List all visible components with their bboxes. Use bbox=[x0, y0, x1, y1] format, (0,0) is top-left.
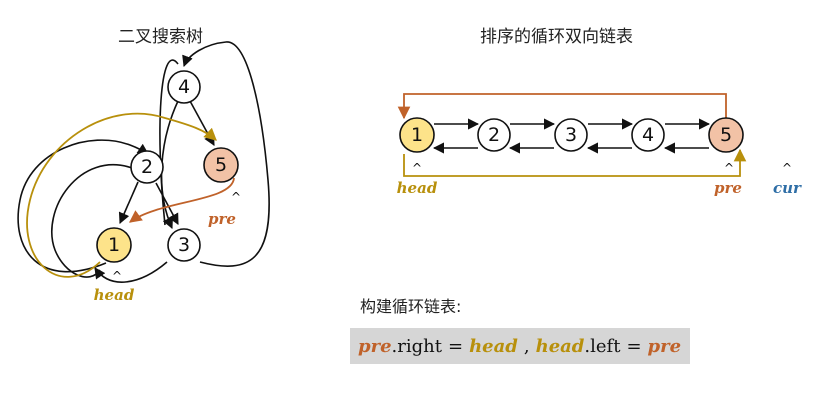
list-head-caret: ^ bbox=[412, 161, 422, 175]
formula-head-1: head bbox=[469, 335, 518, 357]
formula-dot-1: . bbox=[391, 335, 398, 357]
list-pre-caret: ^ bbox=[724, 161, 734, 175]
list-title: 排序的循环双向链表 bbox=[480, 27, 633, 47]
tree-node-4: 4 bbox=[167, 70, 201, 104]
caption: 构建循环链表: bbox=[360, 297, 461, 316]
formula-right: right bbox=[397, 335, 442, 357]
tree-pre-label: pre bbox=[208, 210, 236, 228]
list-node-2: 2 bbox=[477, 118, 511, 152]
list-links bbox=[432, 118, 711, 154]
link-3-to-4 bbox=[182, 41, 270, 267]
svg-text:5: 5 bbox=[720, 124, 732, 146]
tree-node-5: 5 bbox=[203, 147, 239, 183]
formula-dot-2: . bbox=[584, 335, 591, 357]
list-node-5: 5 bbox=[708, 117, 744, 153]
svg-text:2: 2 bbox=[141, 156, 153, 178]
list-head-label: head bbox=[397, 179, 438, 197]
formula-pre: pre bbox=[358, 335, 392, 357]
link-head-to-tail bbox=[26, 112, 217, 278]
link-3-to-1 bbox=[94, 261, 168, 283]
link-tail-to-head bbox=[128, 177, 235, 223]
list-node-1: 1 bbox=[399, 117, 435, 153]
list-link-tail-to-head bbox=[397, 93, 727, 120]
list-cur-caret: ^ bbox=[782, 161, 792, 175]
edge-4-5 bbox=[189, 100, 215, 146]
formula-eq-2: = bbox=[626, 335, 642, 357]
tree-node-1: 1 bbox=[96, 227, 132, 263]
formula-pre-2: pre bbox=[647, 335, 682, 357]
svg-text:5: 5 bbox=[215, 154, 227, 176]
formula-box: pre.right=head,head.left=pre bbox=[350, 328, 690, 364]
formula-head-2: head bbox=[535, 335, 585, 357]
svg-text:3: 3 bbox=[565, 124, 577, 146]
list-cur-label: cur bbox=[773, 179, 802, 197]
svg-text:4: 4 bbox=[178, 76, 190, 98]
formula-comma: , bbox=[523, 335, 530, 357]
svg-text:3: 3 bbox=[178, 234, 190, 256]
edge-2-1 bbox=[118, 181, 139, 225]
list-link-head-to-tail bbox=[403, 148, 747, 177]
svg-text:1: 1 bbox=[411, 124, 423, 146]
formula-eq-1: = bbox=[447, 335, 464, 357]
formula-left: left bbox=[590, 335, 621, 357]
tree-node-2: 2 bbox=[130, 150, 164, 184]
svg-text:1: 1 bbox=[108, 234, 120, 256]
tree-head-caret: ^ bbox=[112, 269, 122, 283]
list-node-3: 3 bbox=[554, 118, 588, 152]
svg-text:2: 2 bbox=[488, 124, 500, 146]
tree-title: 二叉搜索树 bbox=[118, 27, 203, 47]
edge-2-3 bbox=[155, 182, 179, 225]
link-2-to-1 bbox=[51, 163, 133, 278]
svg-text:4: 4 bbox=[642, 124, 654, 146]
list-pre-label: pre bbox=[714, 179, 742, 197]
tree-pre-caret: ^ bbox=[231, 190, 241, 204]
list-node-4: 4 bbox=[631, 118, 665, 152]
tree-node-3: 3 bbox=[167, 228, 201, 262]
link-3-left bbox=[159, 59, 179, 226]
tree-head-label: head bbox=[94, 286, 135, 304]
